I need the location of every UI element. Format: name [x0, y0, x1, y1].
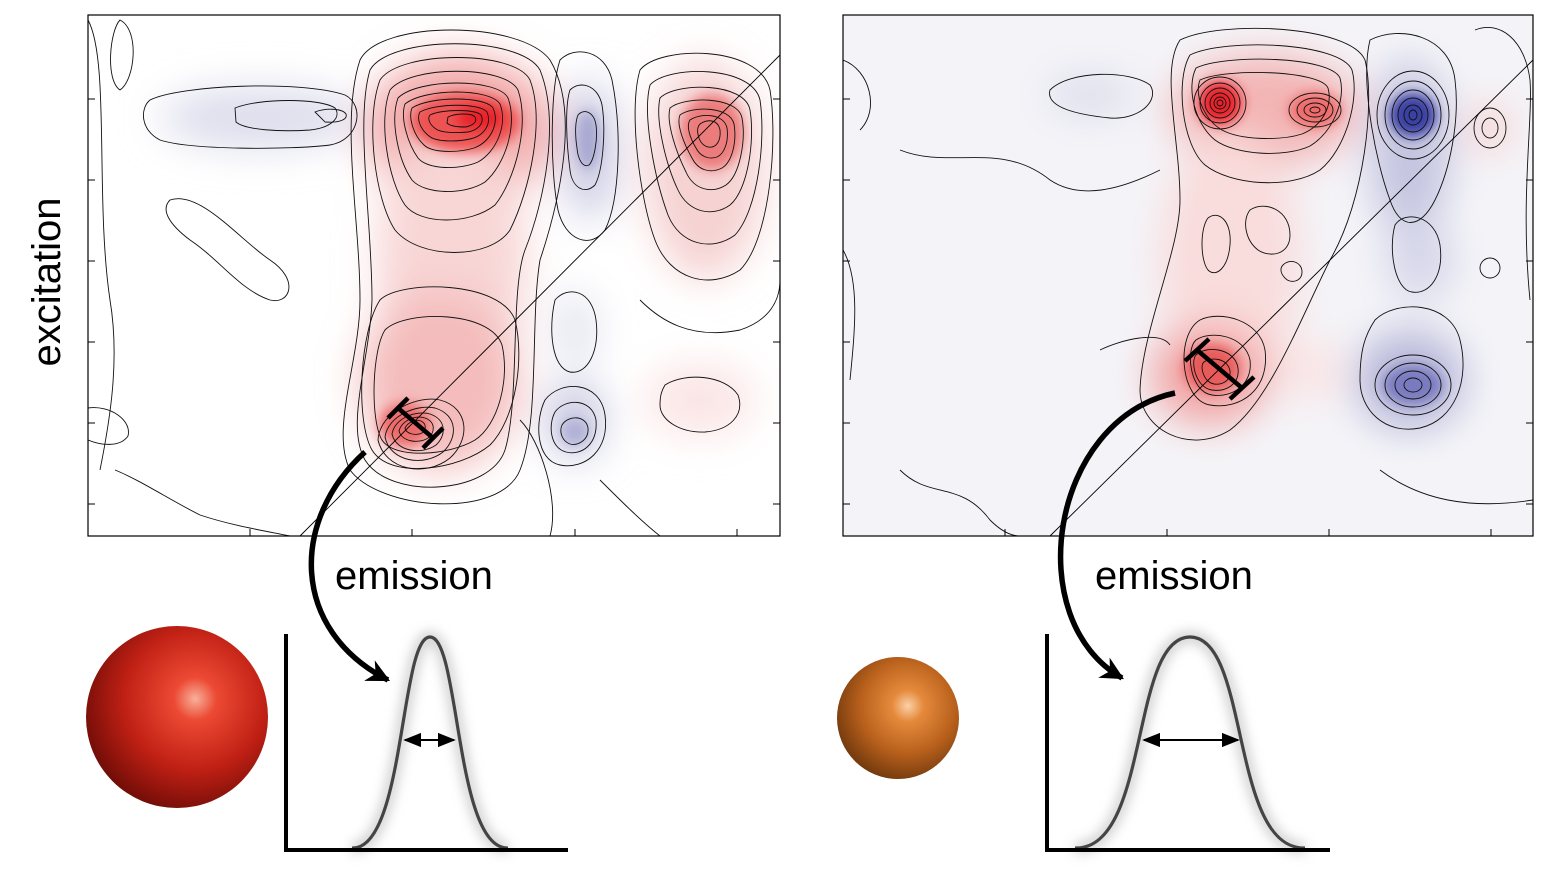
- right-emission-axis-label: emission: [1095, 554, 1253, 598]
- left-peak-curve: [351, 635, 509, 850]
- right-inset-axes: [1045, 634, 1330, 852]
- left-curved-arrow: [308, 449, 391, 683]
- right-lineshape-inset: [1045, 631, 1330, 854]
- right-linewidth-marker: [1183, 337, 1256, 401]
- right-peak-curve: [1074, 635, 1306, 850]
- right-ticks: [843, 98, 1533, 536]
- left-emission-axis-label: emission: [335, 554, 493, 598]
- right-contour-map: [843, 27, 1533, 536]
- left-plot-frame: [87, 14, 781, 537]
- right-curved-arrow: [1057, 390, 1176, 681]
- right-plot-frame: [842, 14, 1534, 537]
- left-ticks: [88, 98, 780, 536]
- left-inset-axes: [284, 634, 568, 852]
- right-diagonal-line: [1049, 59, 1534, 537]
- excitation-axis-label: excitation: [25, 197, 69, 367]
- right-2d-spectrum: [842, 14, 1534, 537]
- large-red-nanocrystal: [86, 626, 268, 808]
- left-lineshape-inset: [284, 631, 568, 854]
- small-orange-nanocrystal: [837, 657, 959, 779]
- left-2d-spectrum: [87, 14, 781, 537]
- left-linewidth-marker: [386, 396, 445, 450]
- left-diagonal-line: [299, 54, 781, 537]
- left-contour-map: [88, 19, 780, 536]
